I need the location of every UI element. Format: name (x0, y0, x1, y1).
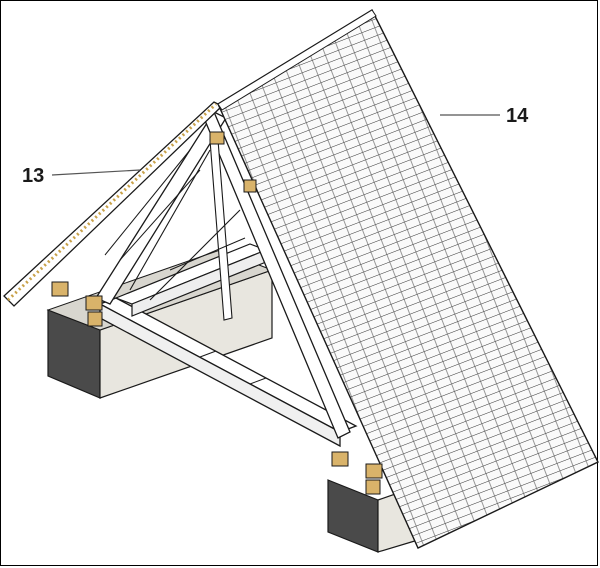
callout-13-leader (51, 169, 141, 176)
bearing-blocks (51, 131, 383, 495)
gable-truss (95, 111, 351, 439)
callout-14-label: 14 (506, 105, 529, 127)
tiled-roof-surface (217, 9, 599, 549)
callout-13-label: 13 (22, 165, 44, 187)
